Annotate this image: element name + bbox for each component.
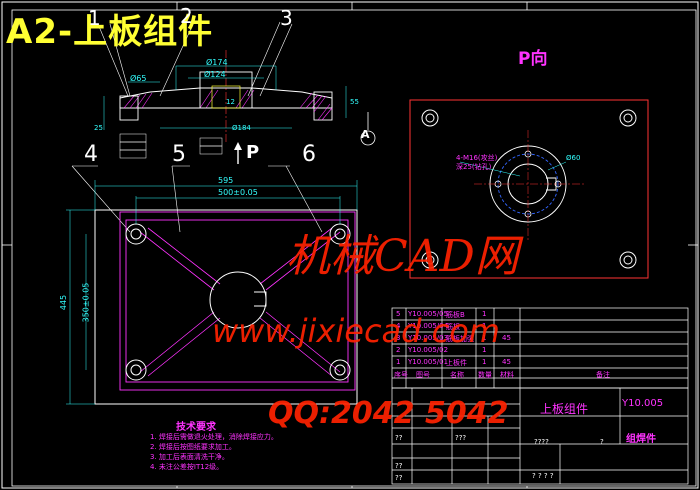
dim-width-595: 595 [218, 176, 234, 185]
bom-row-1-name: 上板件 [446, 359, 467, 367]
section-mark-label: A [361, 128, 370, 141]
section-boss-hatch [313, 95, 333, 121]
bom-row-2-no: 2 [396, 346, 401, 354]
plate-hub-key [254, 291, 267, 307]
section-mark-circle [360, 130, 376, 146]
bom-header-name: 名称 [450, 371, 464, 379]
bom-row-5-qty: 1 [482, 310, 487, 318]
section-hatch-right [235, 89, 323, 109]
titleblock-q1: ?? [395, 434, 403, 442]
titleblock-q2: ??? [455, 434, 467, 442]
page-title: A2-上板组件 [6, 12, 214, 52]
bom-header-qty: 数量 [478, 371, 492, 379]
section-leaders [97, 21, 293, 97]
titleblock-part-name: 上板组件 [540, 402, 589, 416]
inner-border [11, 9, 697, 487]
section-inner-step [211, 85, 241, 109]
tech-req-item-3: 3. 加工后表面清洗干净。 [150, 453, 229, 461]
bom-row-5-name: 筋板B [446, 311, 465, 319]
pview-hole-leader [459, 161, 521, 177]
bom-row-2-code: Y10.005/02 [408, 346, 449, 354]
dim-h12: 12 [226, 98, 235, 106]
dim-d65: Ø65 [130, 74, 147, 83]
bom-row-1-code: Y10.005/01 [408, 358, 449, 366]
dim-h25: 25 [94, 124, 103, 132]
bom-row-3-code: Y10.005/03 [408, 334, 449, 342]
titleblock-q5: ? ? ? ? [532, 472, 554, 480]
titleblock-grid [391, 387, 689, 485]
bom-header-code: 图号 [416, 371, 430, 379]
callout-1: 1 [88, 6, 101, 30]
watermark-line-3: QQ:2042 5042 [268, 396, 509, 431]
dim-d124: Ø124 [204, 70, 226, 79]
front-dims [66, 180, 358, 405]
bom-row-3-mat: 45 [502, 334, 511, 342]
bom-header-mat: 材料 [500, 371, 514, 379]
bom-row-1-qty: 1 [482, 358, 487, 366]
callout-6: 6 [302, 142, 316, 167]
watermark-line-1: 机械CAD网 [286, 231, 519, 282]
dim-height-350: 350±0.05 [81, 282, 91, 323]
plate-ribs [139, 227, 341, 377]
callout-4: 4 [84, 142, 98, 167]
section-view [97, 21, 376, 164]
section-boss-left [119, 95, 139, 121]
bom-row-3-no: 3 [396, 334, 401, 342]
callout-5: 5 [172, 142, 186, 167]
section-plate [119, 87, 333, 109]
bom-row-2-qty: 1 [482, 346, 487, 354]
pview-corner-holes [421, 109, 637, 269]
callout-2: 2 [180, 4, 193, 28]
titleblock-q6: ?? [395, 462, 403, 470]
tech-req-item-4: 4. 未注公差按IT12级。 [150, 463, 224, 471]
pview-hole-note: 4-M16(攻丝) 深25(钻孔) [456, 154, 498, 171]
p-arrow-head [234, 142, 242, 150]
dim-d174: Ø174 [206, 58, 228, 67]
tech-req-item-1: 1. 焊接后需做退火处理，消除焊接应力。 [150, 433, 278, 441]
bom-row-4-no: 4 [396, 322, 401, 330]
dim-width-500: 500±0.05 [218, 188, 258, 197]
bom-row-4-qty: 1 [482, 322, 487, 330]
bom-header-note: 备注 [596, 371, 610, 379]
dim-d184: Ø184 [232, 124, 251, 132]
section-boss-right [313, 91, 333, 121]
front-leaders [71, 165, 323, 233]
pview-dim-d60: Ø60 [566, 154, 581, 162]
bom-header-no: 序号 [394, 371, 408, 379]
bom-row-4-code: Y10.005/04 [408, 322, 449, 330]
tech-req-title: 技术要求 [176, 422, 216, 433]
dim-height-445: 445 [59, 294, 69, 311]
titleblock-type: 组焊件 [626, 434, 656, 445]
plate-frame-inner [125, 219, 349, 383]
bom-row-1-mat: 45 [502, 358, 511, 366]
p-arrow-label: P [246, 142, 260, 163]
pview-outline [409, 99, 649, 279]
bom-row-4-name: 筋板 [446, 323, 460, 331]
bom-row-5-no: 5 [396, 310, 401, 318]
front-view [66, 165, 358, 405]
pview-d60-leader [547, 161, 567, 171]
plate-corner-holes [125, 223, 351, 381]
p-view [409, 99, 649, 279]
tech-req-item-2: 2. 焊接后按图纸要求加工。 [150, 443, 236, 451]
plate-frame [119, 211, 356, 391]
section-dims [103, 65, 347, 130]
callout-3: 3 [280, 6, 293, 30]
watermark-line-2: www.jixiecad.com [212, 312, 500, 350]
titleblock-drawing-no: Y10.005 [622, 398, 664, 409]
dim-h55: 55 [350, 98, 359, 106]
p-view-title: P向 [518, 49, 548, 69]
gdt-frames [119, 133, 223, 159]
bom-row-1-no: 1 [396, 358, 401, 366]
titleblock-q4: ? [600, 438, 604, 446]
bom-row-3-qty: 1 [482, 334, 487, 342]
titleblock-q3: ???? [534, 438, 549, 446]
bom-row-5-code: Y10.005/05 [408, 310, 449, 318]
plate-outline [94, 209, 358, 405]
bom-row-3-name: 筋板加强 [446, 335, 474, 343]
titleblock-q7: ?? [395, 474, 403, 482]
